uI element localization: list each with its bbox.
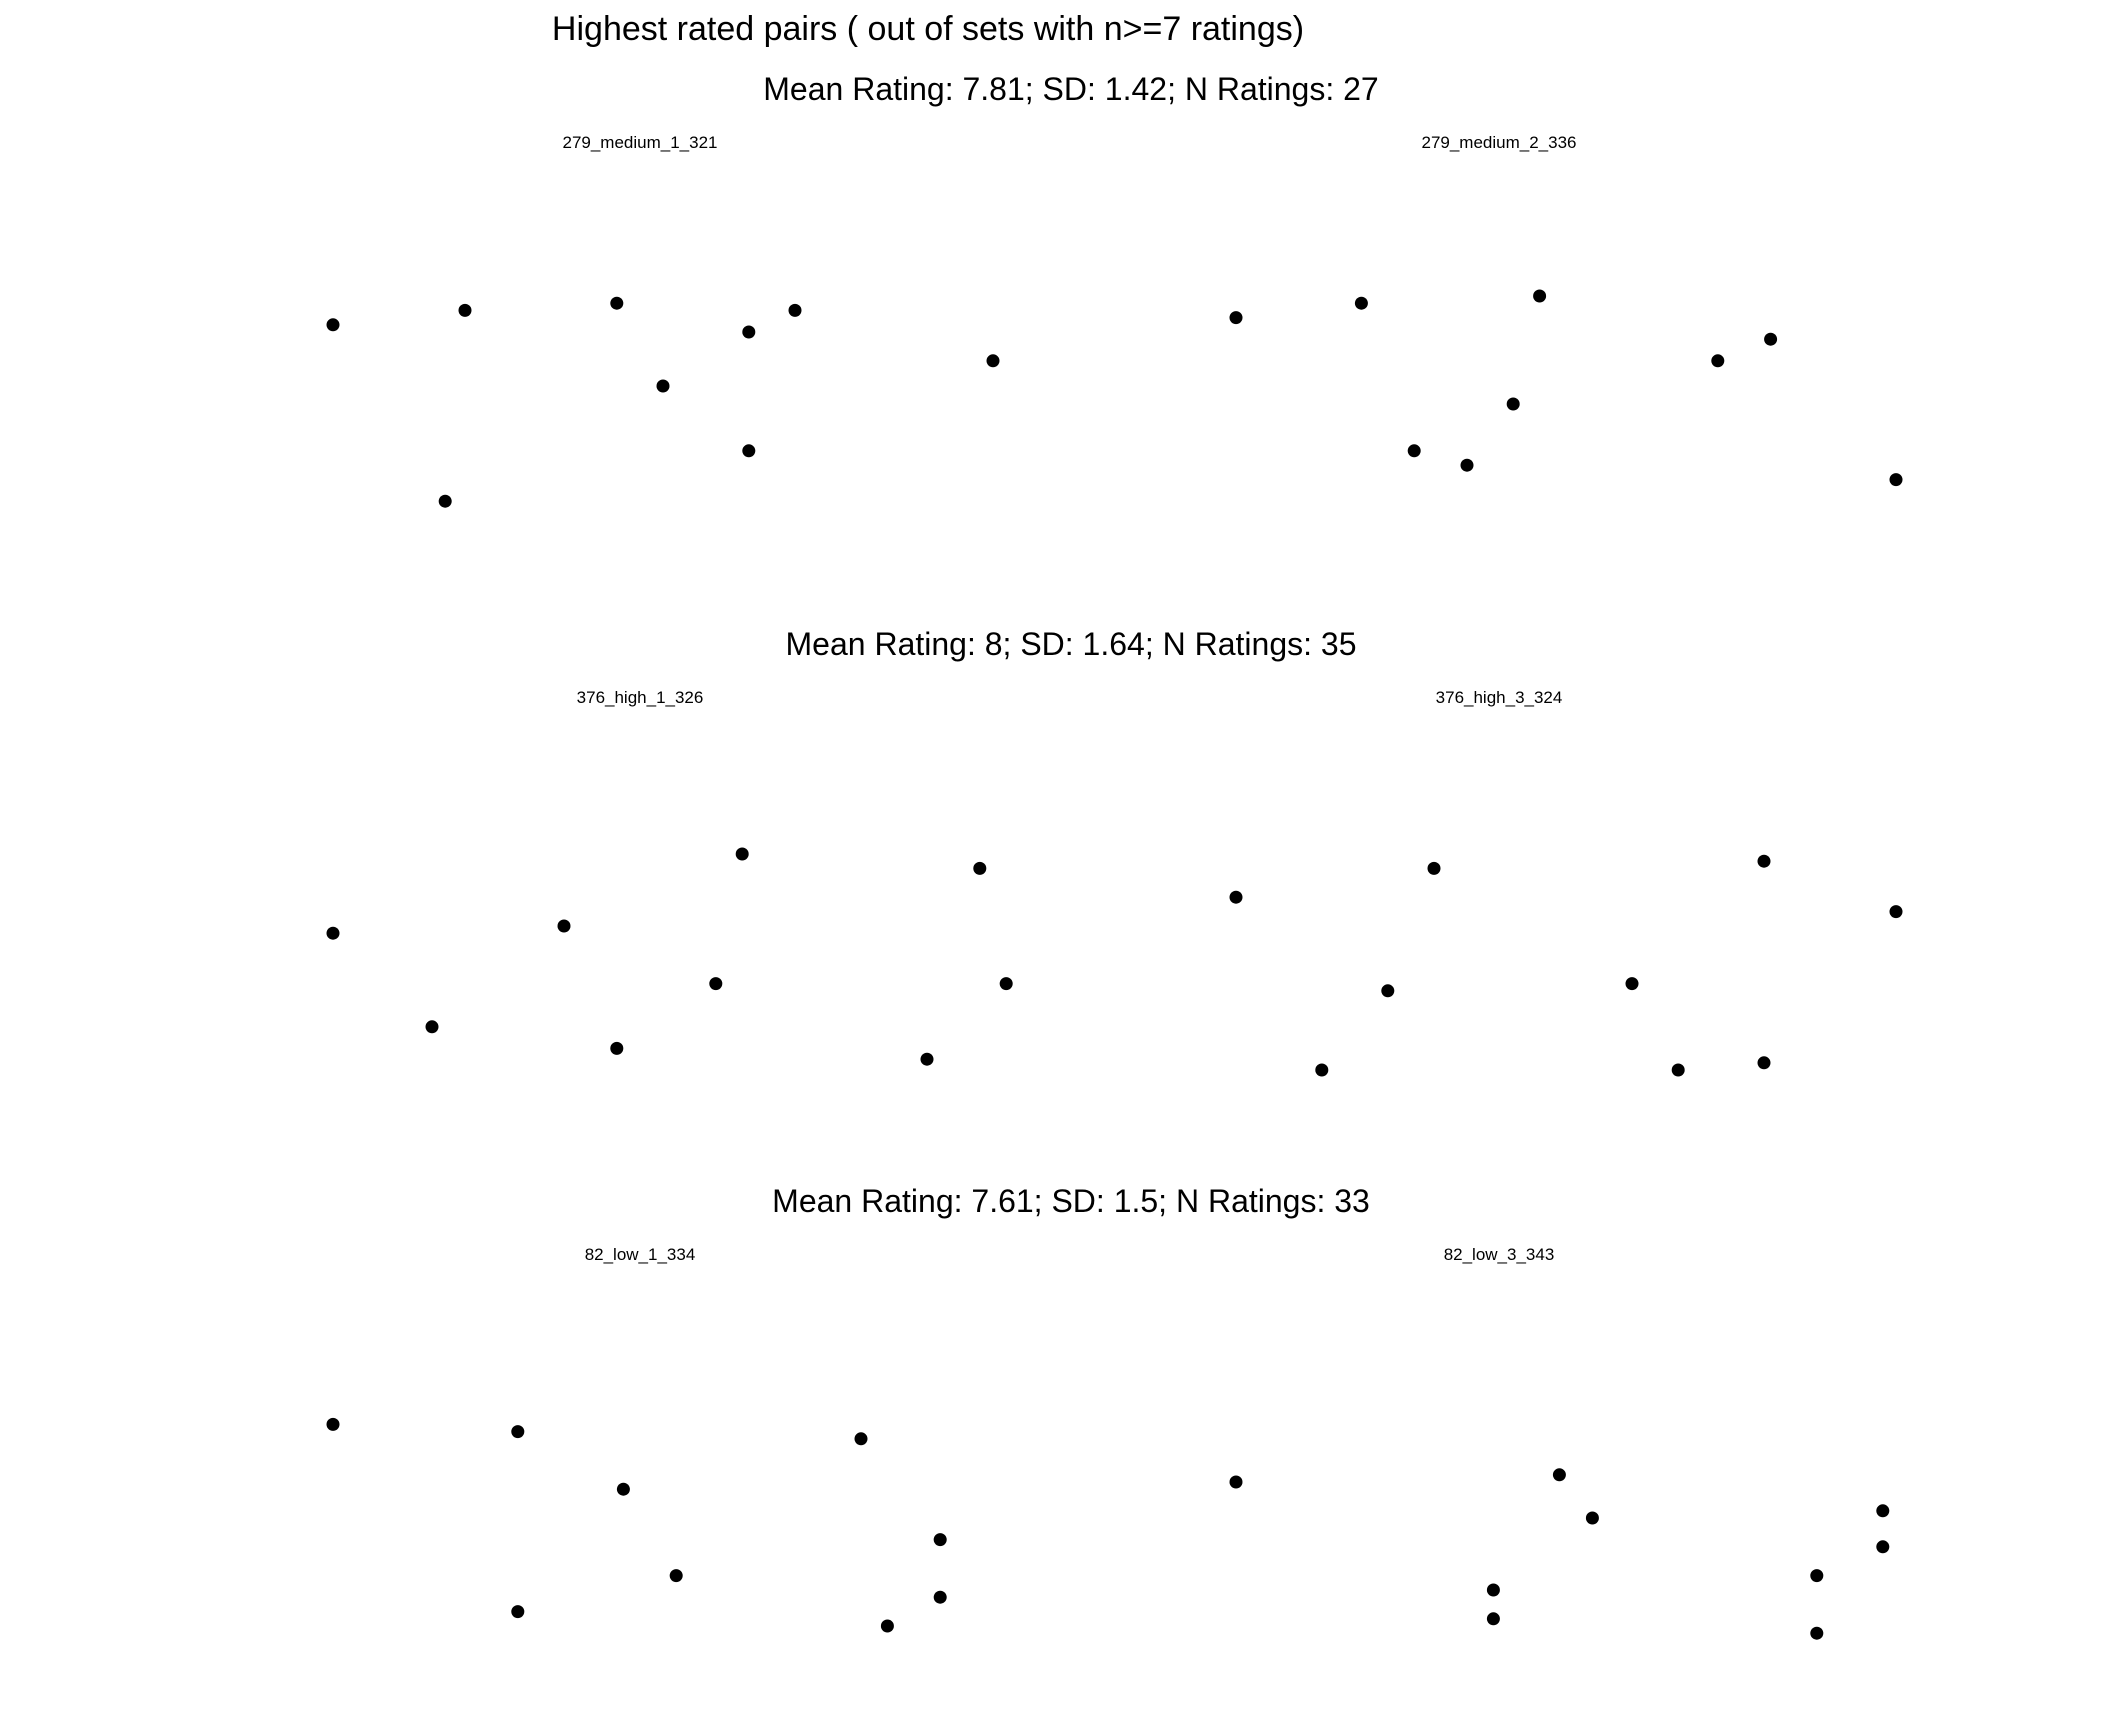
scatter-point xyxy=(1407,444,1421,458)
scatter-point xyxy=(1354,296,1368,310)
rating-row: Mean Rating: 7.81; SD: 1.42; N Ratings: … xyxy=(326,71,1903,508)
scatter-point xyxy=(326,926,340,940)
panel-label: 376_high_1_326 xyxy=(577,688,704,707)
scatter-point xyxy=(933,1533,947,1547)
rating-row: Mean Rating: 8; SD: 1.64; N Ratings: 35 3… xyxy=(326,626,1903,1077)
scatter-point xyxy=(511,1425,525,1439)
panel-label: 82_low_1_334 xyxy=(585,1245,696,1264)
scatter-point xyxy=(1552,1468,1566,1482)
scatter-point xyxy=(1757,854,1771,868)
panel-label: 82_low_3_343 xyxy=(1444,1245,1555,1264)
scatter-point xyxy=(735,847,749,861)
row-title: Mean Rating: 7.81; SD: 1.42; N Ratings: … xyxy=(763,71,1378,107)
scatter-point xyxy=(1625,977,1639,991)
scatter-point xyxy=(511,1605,525,1619)
scatter-point xyxy=(326,1417,340,1431)
scatter-point xyxy=(933,1590,947,1604)
scatter-point xyxy=(1876,1504,1890,1518)
scatter-panel: 279_medium_2_336 xyxy=(1229,133,1903,487)
scatter-point xyxy=(1315,1063,1329,1077)
scatter-point xyxy=(458,303,472,317)
scatter-panel: 82_low_1_334 xyxy=(326,1245,947,1633)
scatter-point xyxy=(1764,332,1778,346)
panel-label: 376_high_3_324 xyxy=(1436,688,1563,707)
scatter-point xyxy=(1427,861,1441,875)
scatter-point xyxy=(1486,1583,1500,1597)
rating-row: Mean Rating: 7.61; SD: 1.5; N Ratings: 3… xyxy=(326,1183,1890,1640)
scatter-point xyxy=(1229,890,1243,904)
scatter-point xyxy=(610,296,624,310)
scatter-point xyxy=(1460,458,1474,472)
scatter-point xyxy=(742,325,756,339)
panel-label: 279_medium_2_336 xyxy=(1421,133,1576,152)
scatter-panel: 82_low_3_343 xyxy=(1229,1245,1890,1640)
scatter-point xyxy=(788,303,802,317)
scatter-point xyxy=(669,1569,683,1583)
scatter-point xyxy=(425,1020,439,1034)
scatter-point xyxy=(1876,1540,1890,1554)
scatter-point xyxy=(986,354,1000,368)
scatter-point xyxy=(1711,354,1725,368)
scatter-point xyxy=(1381,984,1395,998)
scatter-point xyxy=(1229,311,1243,325)
scatter-point xyxy=(880,1619,894,1633)
scatter-point xyxy=(709,977,723,991)
panel-label: 279_medium_1_321 xyxy=(562,133,717,152)
scatter-point xyxy=(999,977,1013,991)
scatter-point xyxy=(616,1482,630,1496)
scatter-point xyxy=(1889,905,1903,919)
scatter-point xyxy=(438,494,452,508)
scatter-point xyxy=(1486,1612,1500,1626)
scatter-point xyxy=(326,318,340,332)
scatter-point xyxy=(1229,1475,1243,1489)
scatter-point xyxy=(1810,1626,1824,1640)
scatter-panel: 279_medium_1_321 xyxy=(326,133,1000,508)
scatter-point xyxy=(1533,289,1547,303)
scatter-point xyxy=(1585,1511,1599,1525)
scatter-panel: 376_high_1_326 xyxy=(326,688,1013,1066)
rating-rows: Mean Rating: 7.81; SD: 1.42; N Ratings: … xyxy=(326,71,1903,1640)
row-title: Mean Rating: 8; SD: 1.64; N Ratings: 35 xyxy=(786,626,1357,662)
row-title: Mean Rating: 7.61; SD: 1.5; N Ratings: 3… xyxy=(772,1183,1370,1219)
scatter-point xyxy=(854,1432,868,1446)
scatter-point xyxy=(557,919,571,933)
scatter-point xyxy=(1889,473,1903,487)
scatter-point xyxy=(656,379,670,393)
scatter-point xyxy=(1810,1569,1824,1583)
scatter-point xyxy=(973,861,987,875)
scatter-point xyxy=(1757,1056,1771,1070)
scatter-point xyxy=(1506,397,1520,411)
figure-title: Highest rated pairs ( out of sets with n… xyxy=(552,10,1304,48)
scatter-point xyxy=(742,444,756,458)
scatter-panel: 376_high_3_324 xyxy=(1229,688,1903,1077)
scatter-point xyxy=(920,1052,934,1066)
scatter-point xyxy=(610,1041,624,1055)
scatter-point xyxy=(1671,1063,1685,1077)
